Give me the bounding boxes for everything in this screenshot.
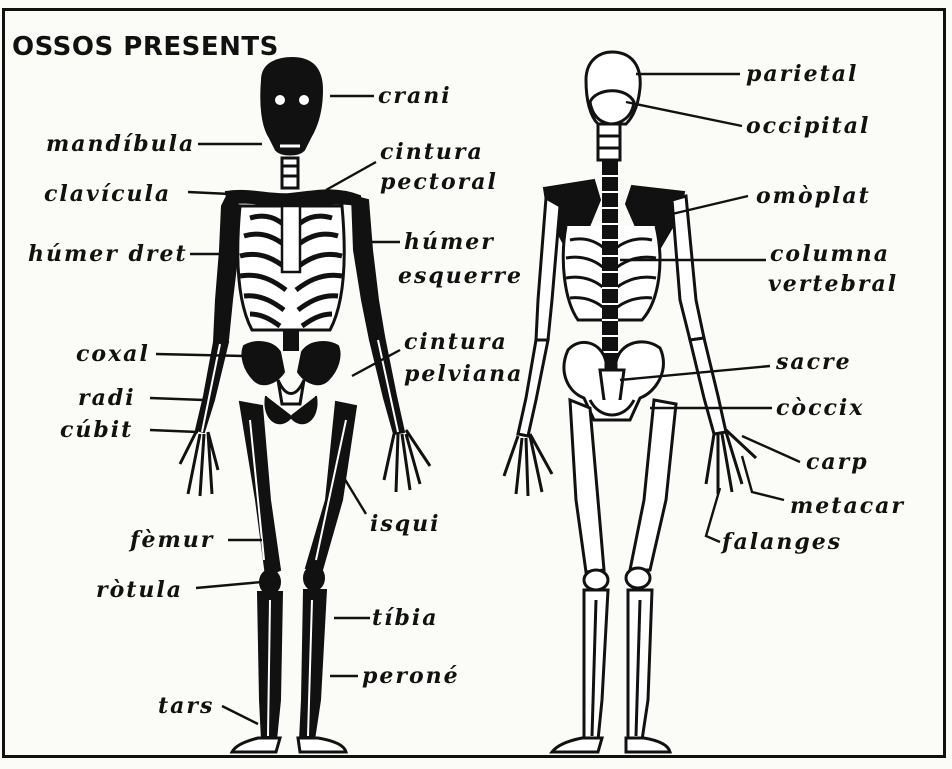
front-neck [282,158,298,188]
back-humerus-right [672,196,704,340]
diagram-title: OSSOS PRESENTS [12,32,279,62]
label-clavicula: clavícula [44,182,171,206]
front-pelvis-left [298,342,340,384]
back-forearm-right [690,338,726,434]
back-neck [598,124,620,160]
label-cintura-pelviana-1: cintura [404,330,508,354]
label-tibia: tíbia [372,606,439,630]
label-falanges: falanges [722,530,842,554]
back-forearm-left [518,340,548,436]
front-tibia-left [300,590,326,740]
back-foot-right [626,738,670,752]
label-cintura-pectoral-1: cintura [380,140,484,164]
label-rotula: ròtula [96,578,183,602]
front-foot-right [232,738,280,752]
label-radi: radi [78,386,136,410]
front-femur-right [240,402,280,576]
back-hand-left [504,434,552,496]
front-hand-right [180,432,218,496]
label-coccix: còccix [776,396,864,420]
label-omoplat: omòplat [756,184,871,208]
back-humerus-left [536,198,560,340]
front-humerus-right [214,198,240,342]
label-humer-dret: húmer dret [28,242,188,266]
label-femur: fèmur [130,528,214,552]
label-humer-esquerre-2: esquerre [398,264,523,288]
label-sacre: sacre [776,350,852,374]
label-coxal: coxal [76,342,150,366]
back-foot-left [552,738,602,752]
label-carp: carp [806,450,869,474]
label-perone: peroné [362,664,460,688]
front-hand-left [384,430,430,492]
label-cubit: cúbit [60,418,133,442]
front-eye-right [299,95,309,105]
label-columna-2: vertebral [768,272,898,296]
label-crani: crani [378,84,452,108]
front-humerus-left [352,196,384,340]
label-cintura-pelviana-2: pelviana [404,362,523,386]
back-femur-left [570,400,604,572]
back-skeleton [504,52,756,752]
front-foot-left [298,738,346,752]
front-pelvis-right [242,342,284,384]
back-femur-right [630,400,676,570]
label-humer-esquerre-1: húmer [404,230,495,254]
front-sternum [282,206,300,272]
label-metacarpi: metacar [790,494,905,518]
front-skull [261,58,322,155]
label-parietal: parietal [746,62,858,86]
label-tars: tars [158,694,214,718]
label-occipital: occipital [746,114,870,138]
front-clavicle [226,190,362,206]
label-isqui: isqui [370,512,440,536]
label-cintura-pectoral-2: pectoral [380,170,498,194]
front-eye-left [275,95,285,105]
label-mandibula: mandíbula [46,132,195,156]
label-columna-1: columna [770,242,890,266]
